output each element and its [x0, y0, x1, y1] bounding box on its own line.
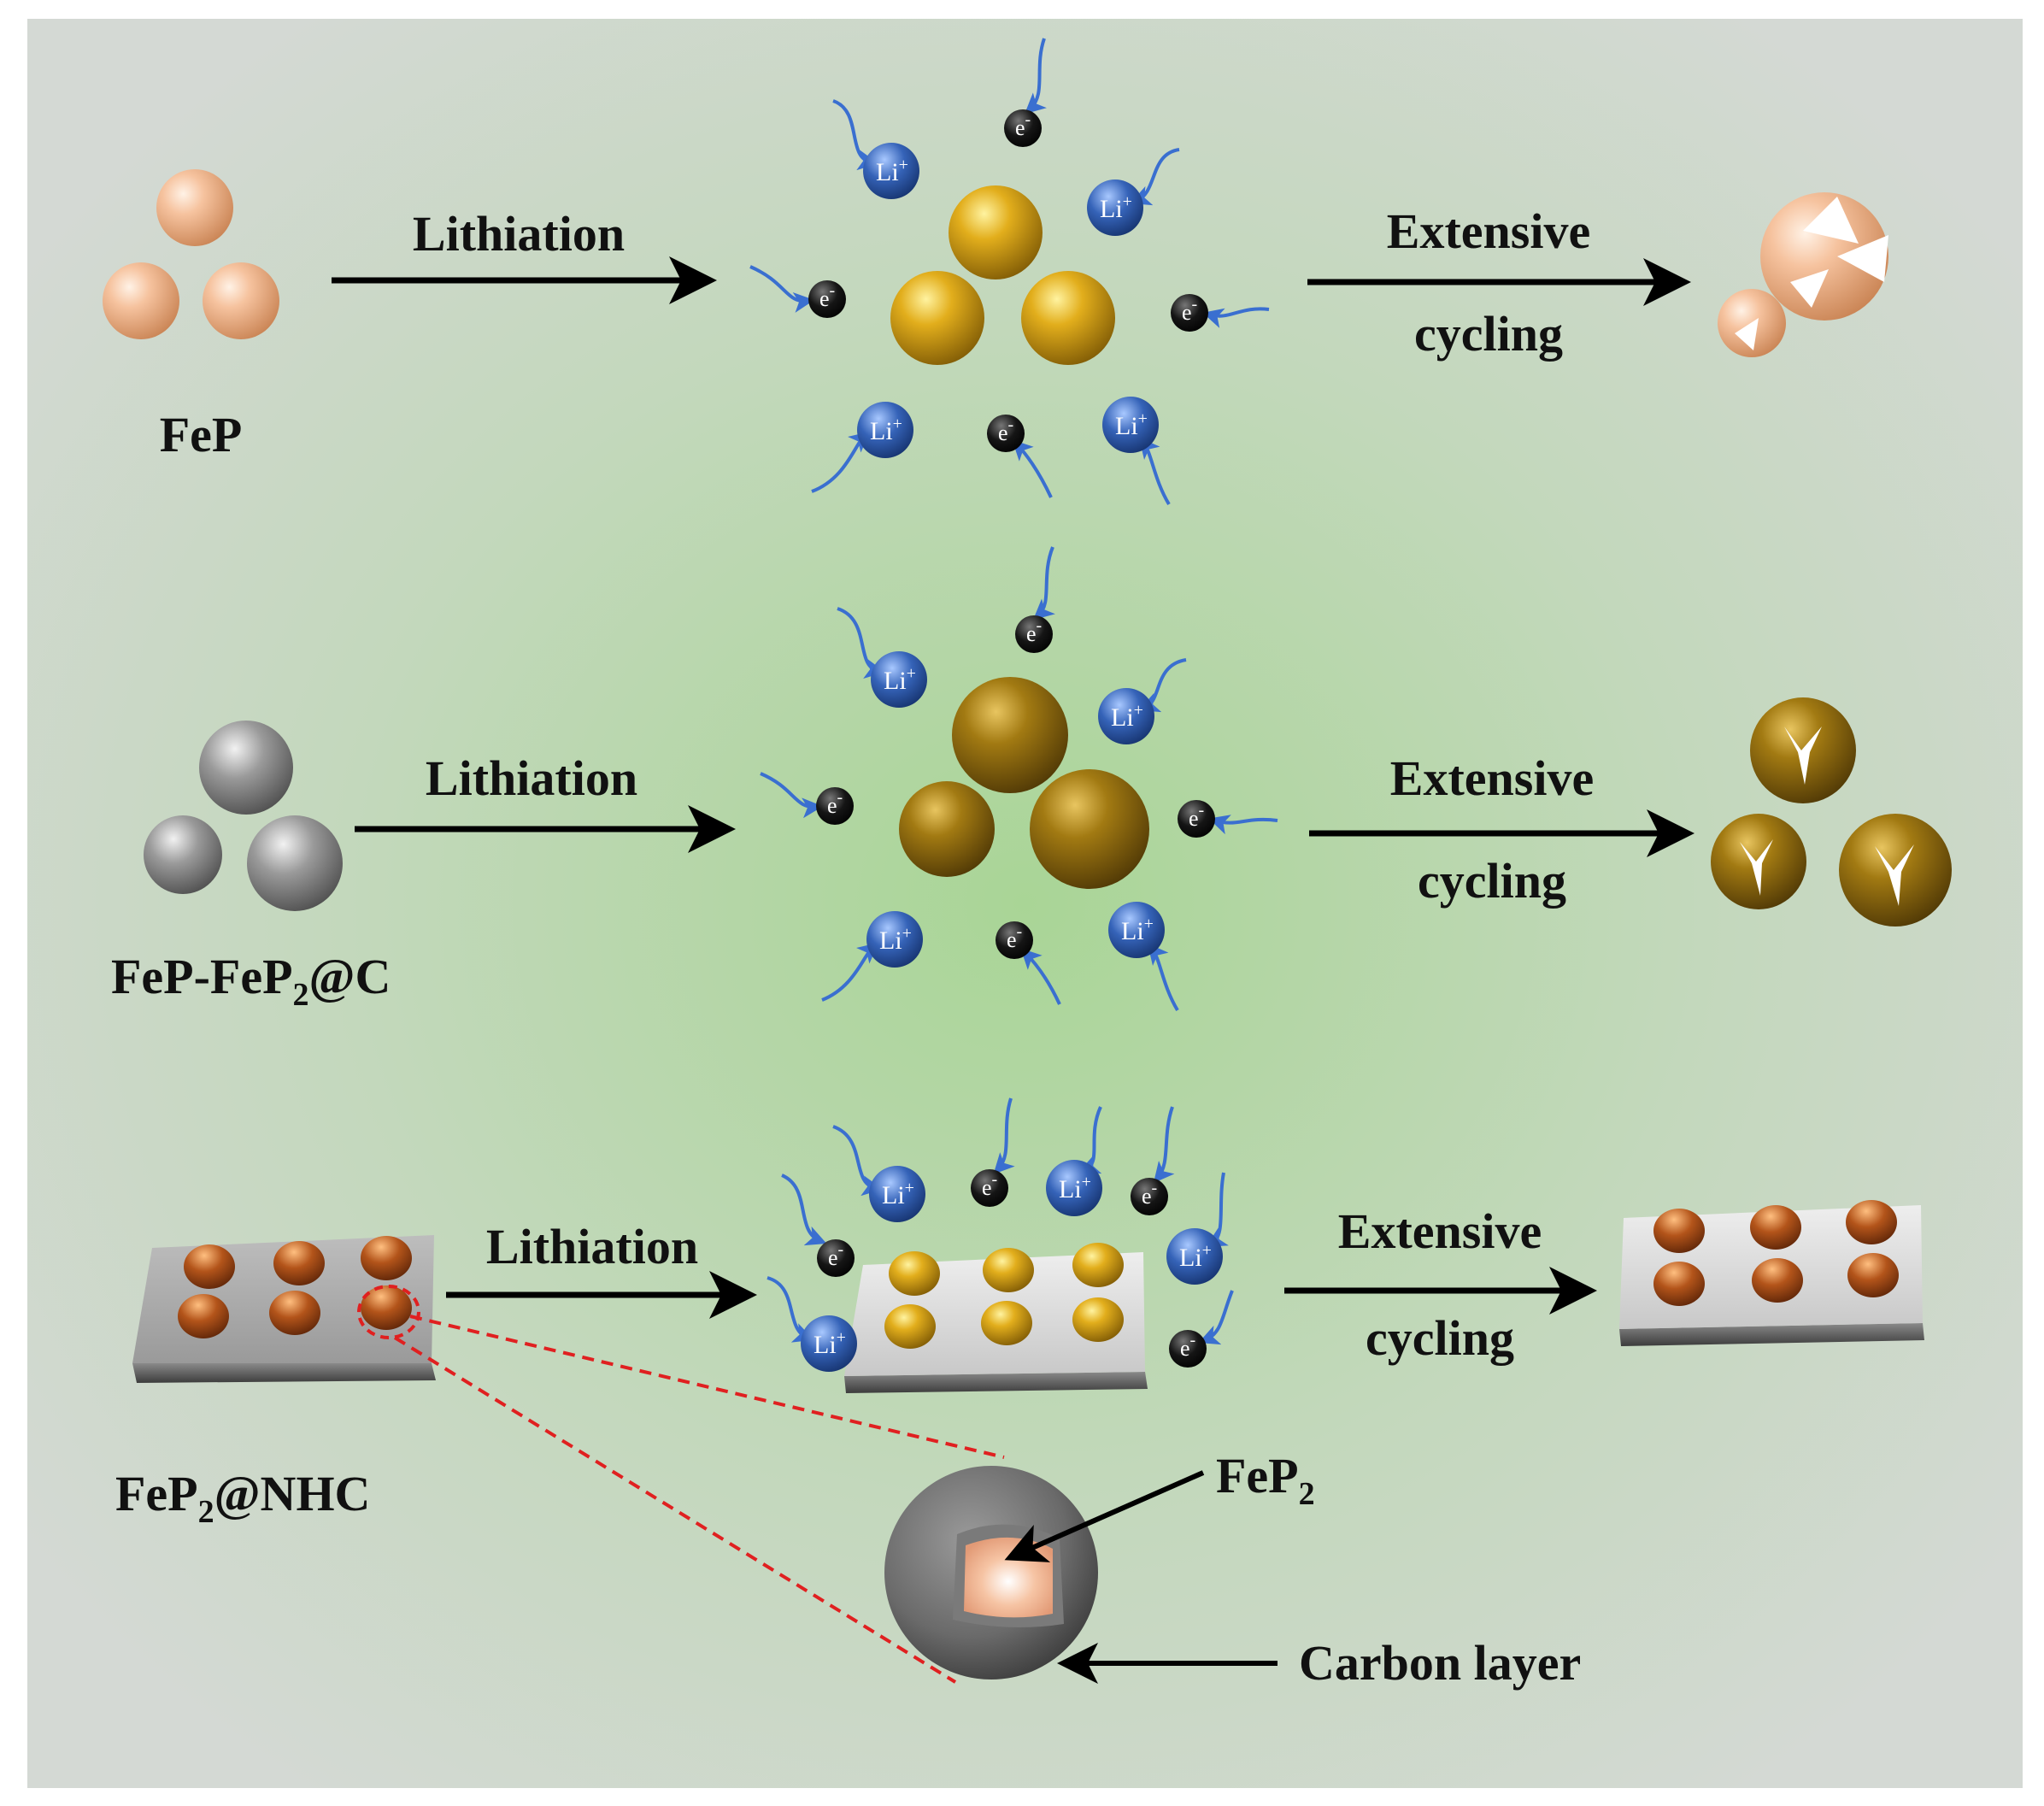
electron: e-: [808, 280, 846, 318]
incoming-arrow: [1033, 546, 1055, 621]
label-lithiation-1: Lithiation: [413, 206, 625, 262]
electron: e-: [1169, 1330, 1207, 1368]
incoming-arrow: [832, 1125, 883, 1197]
incoming-arrow: [1012, 439, 1053, 498]
li-ion-label: Li+: [1059, 1173, 1091, 1203]
lithiated-plate: [844, 1243, 1148, 1393]
incoming-arrow: [832, 99, 878, 171]
incoming-arrow: [1147, 943, 1179, 1012]
li-ion: Li+: [863, 143, 919, 199]
label-extensive-3: Extensive: [1338, 1203, 1542, 1259]
li-ion-label: Li+: [884, 664, 916, 695]
lithiated-gold-particles-1: [890, 185, 1115, 365]
electron: e-: [987, 415, 1025, 452]
electron: e-: [816, 787, 854, 825]
electron-label: e-: [819, 281, 835, 311]
li-ion-label: Li+: [1100, 192, 1132, 223]
electron-label: e-: [1189, 801, 1204, 831]
li-ion: Li+: [869, 1166, 925, 1222]
incoming-arrow: [766, 1276, 814, 1343]
incoming-arrow: [993, 1097, 1015, 1174]
electron-label: e-: [1180, 1331, 1195, 1361]
incoming-arrow: [1025, 38, 1047, 115]
electron-label: e-: [998, 415, 1013, 445]
label-extensive-1: Extensive: [1387, 203, 1590, 259]
label-cycling-2: cycling: [1418, 853, 1566, 909]
li-ion-label: Li+: [1121, 915, 1154, 945]
incoming-arrow: [1130, 148, 1180, 206]
lithiated-dark-gold-particles-2: [899, 677, 1149, 889]
li-ion-label: Li+: [876, 156, 908, 186]
core-shell-particle: [884, 1466, 1098, 1680]
electron-label: e-: [982, 1170, 997, 1200]
arrow-core-pointer: [1004, 1470, 1205, 1562]
electron-label: e-: [828, 1240, 843, 1270]
li-ion-label: Li+: [1179, 1241, 1212, 1272]
incoming-arrow: [1208, 815, 1278, 835]
label-fep-fep2-c: FeP-FeP2@C: [111, 949, 391, 1013]
li-ion: Li+: [1098, 688, 1154, 744]
li-ion: Li+: [866, 911, 923, 968]
electron: e-: [1015, 615, 1053, 653]
electron: e-: [817, 1239, 855, 1277]
electron: e-: [1131, 1178, 1168, 1215]
electron-label: e-: [1007, 922, 1022, 952]
zoom-line-upper: [409, 1315, 1005, 1459]
incoming-arrow: [837, 607, 885, 679]
li-ion-label: Li+: [1115, 409, 1148, 440]
electron: e-: [1004, 109, 1042, 147]
label-cycling-1: cycling: [1414, 306, 1563, 362]
label-cycling-3: cycling: [1366, 1310, 1514, 1366]
label-fep: FeP: [160, 407, 243, 462]
incoming-arrow: [760, 772, 823, 819]
label-lithiation-3: Lithiation: [486, 1219, 698, 1274]
highlight-circle: [357, 1285, 420, 1339]
electron-label: e-: [1142, 1179, 1157, 1209]
li-ion-label: Li+: [813, 1328, 846, 1359]
electron: e-: [971, 1169, 1008, 1207]
label-extensive-2: Extensive: [1390, 750, 1594, 806]
label-lithiation-2: Lithiation: [426, 750, 637, 806]
li-ion-label: Li+: [870, 415, 902, 445]
li-ion: Li+: [1166, 1228, 1223, 1285]
cracked-fep-particles: [1718, 192, 1888, 357]
ions-layer: Li+ e- Li+ e-e- Li+ e- Li+ Li+ e- Li+ e-e- Li+ e- Li+…: [749, 38, 1278, 1372]
incoming-arrow: [749, 265, 814, 313]
li-ion-label: Li+: [1111, 701, 1143, 732]
electron: e-: [996, 921, 1033, 959]
zoom-line-lower: [393, 1336, 957, 1684]
incoming-arrow: [1202, 307, 1270, 328]
li-ion-label: Li+: [879, 924, 912, 955]
incoming-arrow: [1153, 1106, 1175, 1184]
fep-particles: [103, 169, 279, 339]
li-ion: Li+: [871, 651, 927, 708]
electron-label: e-: [827, 788, 843, 818]
li-ion: Li+: [1102, 397, 1159, 453]
fep-fep2-c-particles: [144, 721, 343, 911]
label-fep2-nhc: FeP2@NHC: [115, 1466, 370, 1530]
li-ion: Li+: [857, 402, 913, 458]
cycled-plate: [1619, 1200, 1924, 1346]
electron: e-: [1171, 294, 1208, 332]
electron-label: e-: [1182, 295, 1197, 325]
label-carbon-layer: Carbon layer: [1299, 1635, 1581, 1691]
li-ion-label: Li+: [882, 1179, 914, 1209]
electron-label: e-: [1026, 616, 1042, 646]
electron: e-: [1178, 800, 1215, 838]
incoming-arrow: [781, 1174, 827, 1246]
li-ion: Li+: [1087, 179, 1143, 236]
cracked-dark-gold-particles: [1711, 697, 1952, 927]
fep2-nhc-plate: [132, 1235, 436, 1383]
li-ion: Li+: [1108, 902, 1165, 958]
electron-label: e-: [1015, 110, 1031, 140]
incoming-arrow: [1020, 948, 1061, 1005]
li-ion: Li+: [801, 1315, 857, 1372]
label-core-fep2: FeP2: [1216, 1448, 1315, 1512]
incoming-arrow: [1198, 1290, 1234, 1345]
li-ion: Li+: [1046, 1160, 1102, 1216]
